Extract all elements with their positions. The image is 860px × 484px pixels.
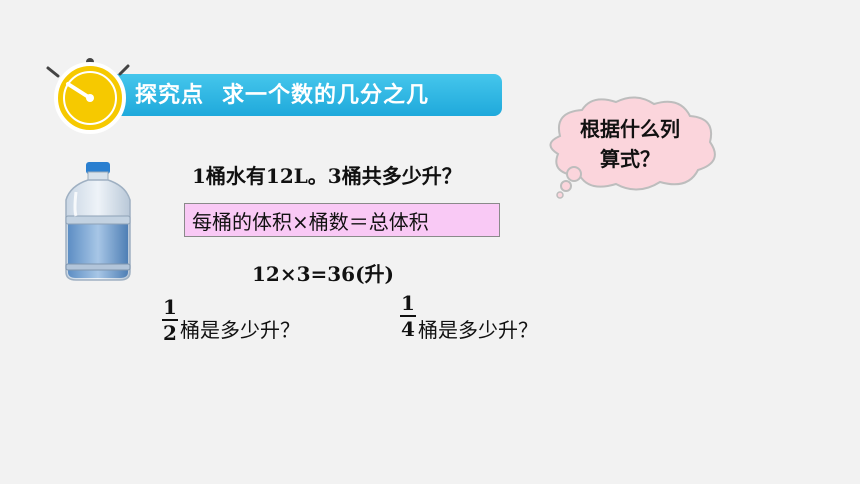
formula-text: 每桶的体积×桶数＝总体积 <box>192 210 429 234</box>
fraction-numerator: 1 <box>401 291 415 315</box>
fraction-denominator: 2 <box>163 321 177 345</box>
fraction-bar <box>162 319 178 321</box>
section-label: 探究点 <box>135 82 205 108</box>
thought-bubble-icon <box>549 96 716 199</box>
section-title: 探究点求一个数的几分之几 <box>135 78 429 112</box>
subquestion-quarter: 桶是多少升？ <box>418 318 538 342</box>
bubble-line-2: 算式？ <box>600 147 660 171</box>
problem-question: 1桶水有12L。3桶共多少升？ <box>192 164 462 188</box>
bubble-line-1: 根据什么列 <box>580 117 680 141</box>
subquestion-half: 桶是多少升？ <box>180 318 300 342</box>
alarm-clock-icon <box>46 58 130 134</box>
fraction-half: 1 2 <box>162 296 178 344</box>
water-bottle-icon <box>65 162 131 281</box>
section-banner <box>112 74 502 116</box>
fraction-numerator: 1 <box>163 295 177 319</box>
section-topic: 求一个数的几分之几 <box>222 82 430 108</box>
calculation: 12×3=36(升) <box>252 262 395 286</box>
fraction-bar <box>400 315 416 317</box>
formula-box <box>184 203 500 237</box>
bubble-text: 根据什么列 算式？ <box>560 114 700 174</box>
fraction-denominator: 4 <box>401 317 415 341</box>
fraction-quarter: 1 4 <box>400 292 416 340</box>
